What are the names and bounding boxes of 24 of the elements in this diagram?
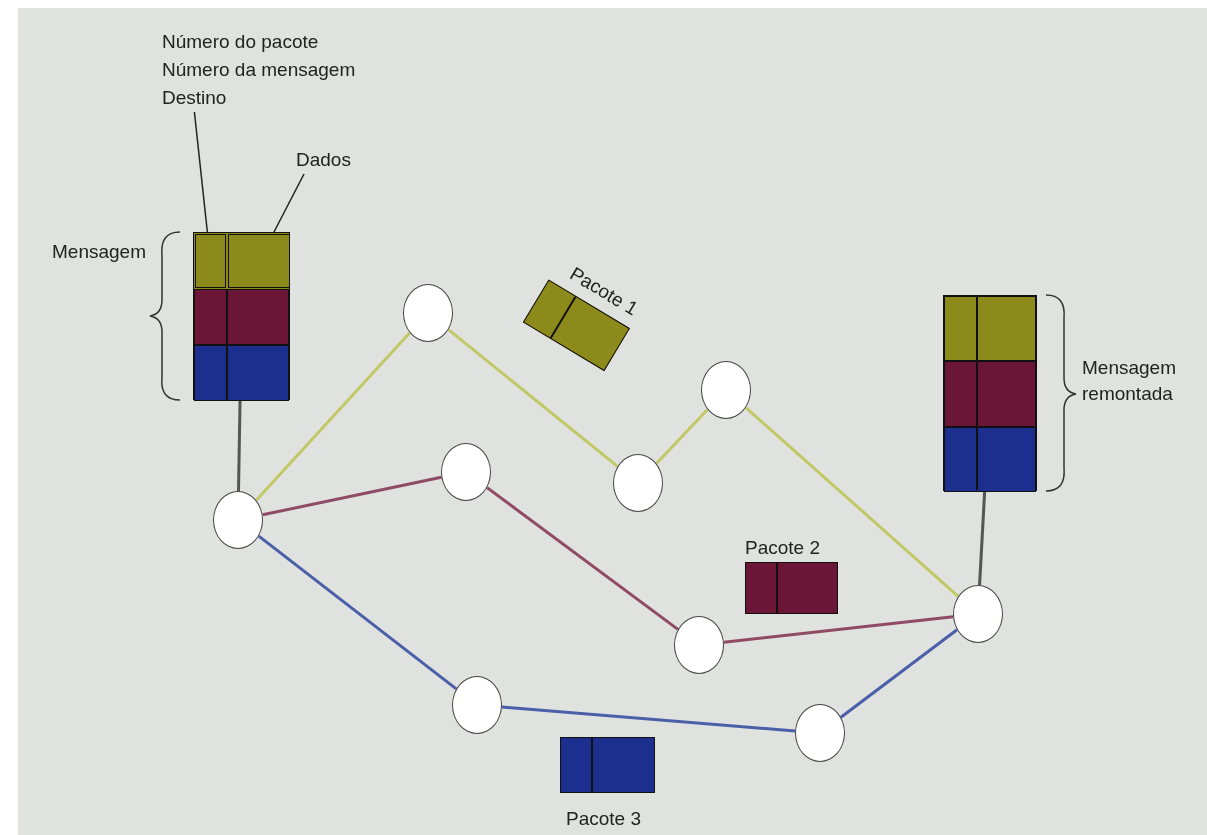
link-line — [655, 408, 709, 465]
field-name: Número da mensagem — [162, 58, 357, 82]
link-line — [723, 615, 954, 644]
brace-label: Mensagem — [51, 240, 146, 264]
message-stack — [193, 232, 290, 400]
brace-label: Mensagem remontada — [1082, 356, 1177, 406]
packet-label: Pacote 3 — [566, 807, 641, 831]
field-name: Destino — [162, 86, 228, 110]
packet-label: Pacote 2 — [745, 536, 820, 560]
field-name: Número do pacote — [162, 30, 320, 54]
link-line — [486, 486, 679, 631]
link-line — [257, 534, 458, 691]
link-line — [262, 475, 442, 517]
link-line — [978, 490, 987, 586]
link-line — [237, 399, 242, 492]
link-line — [501, 705, 796, 733]
field-name: Dados — [296, 148, 352, 172]
link-line — [744, 406, 960, 598]
message-stack — [943, 295, 1037, 491]
link-line — [447, 328, 619, 468]
link-line — [840, 628, 958, 719]
header-cell — [195, 234, 226, 288]
link-line — [255, 331, 411, 502]
data-cell — [228, 234, 290, 288]
